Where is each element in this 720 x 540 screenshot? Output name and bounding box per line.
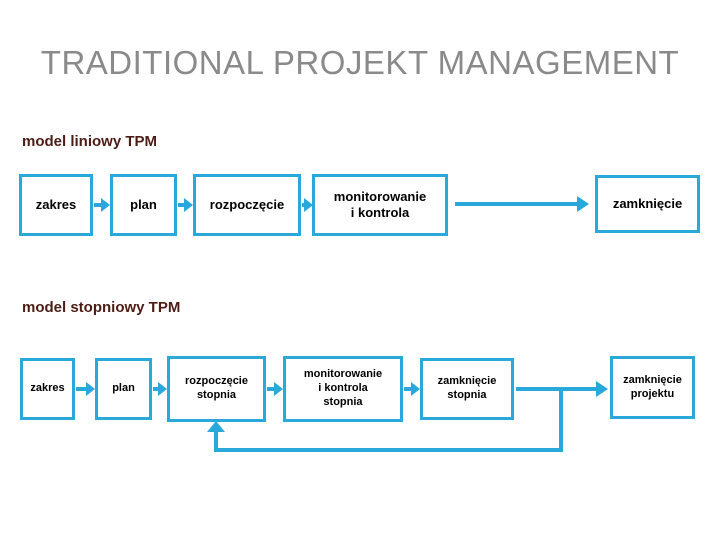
flow-box-rozpoczecie: rozpoczęcie [193, 174, 301, 236]
flow-arrow-icon [267, 382, 283, 396]
slide-title: TRADITIONAL PROJEKT MANAGEMENT [40, 44, 680, 81]
flow-box-zamkniecie-projektu: zamknięcie projektu [610, 356, 695, 419]
flow-box-zamkniecie-stopnia: zamknięcie stopnia [420, 358, 514, 420]
flow-arrow-icon [302, 198, 313, 212]
flow-box-zakres: zakres [20, 358, 75, 420]
flow-box-rozpoczecie-stopnia: rozpoczęcie stopnia [167, 356, 266, 422]
flow-arrow-icon [455, 196, 589, 212]
flow-arrow-icon [76, 382, 95, 396]
flow-box-plan: plan [95, 358, 152, 420]
flow-box-plan: plan [110, 174, 177, 236]
flow-box-zakres: zakres [19, 174, 93, 236]
section-label-stepped-model: model stopniowy TPM [22, 299, 181, 316]
feedback-loop-segment-up [214, 431, 218, 452]
feedback-loop-segment-bottom [214, 448, 563, 452]
feedback-loop-arrowhead-up-icon [207, 421, 225, 432]
flow-arrow-icon [94, 198, 110, 212]
flow-box-zamkniecie: zamknięcie [595, 175, 700, 233]
flow-box-monitorowanie-i-kontrola-stopnia: monitorowanie i kontrola stopnia [283, 356, 403, 422]
flow-arrow-icon [153, 382, 167, 396]
feedback-loop-segment-down [559, 389, 563, 452]
section-label-linear-model: model liniowy TPM [22, 133, 158, 150]
flow-arrow-icon [516, 381, 608, 397]
flow-box-monitorowanie-i-kontrola: monitorowanie i kontrola [312, 174, 448, 236]
flow-arrow-icon [404, 382, 420, 396]
flow-arrow-icon [178, 198, 193, 212]
